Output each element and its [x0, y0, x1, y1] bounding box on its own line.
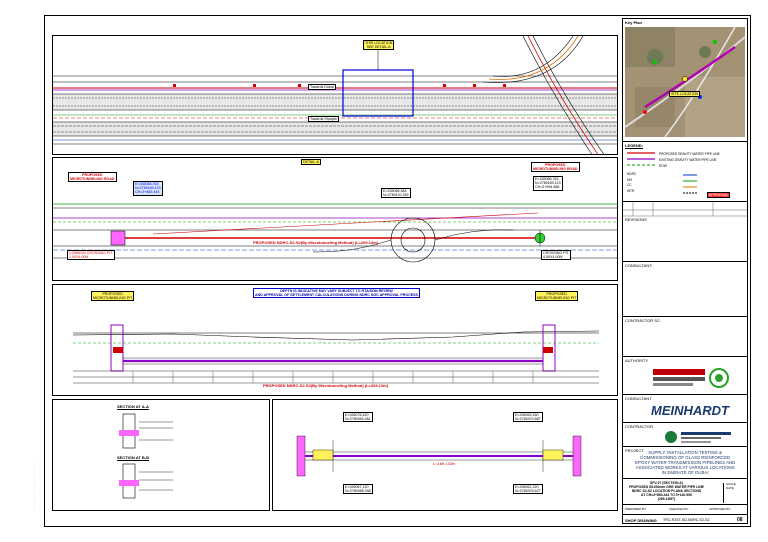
- legend-swatches: [627, 152, 655, 166]
- consultant-label: CONSULTANT:: [625, 263, 653, 268]
- contractor-sub-label: CONTRACTOR SC:: [625, 318, 661, 323]
- section-aa-title: SECTION AT A-A: [117, 404, 149, 409]
- side-margin-note: · · · · · · · · · · · · · · · · · · · · …: [32, 461, 36, 510]
- detail-line-label: PROPOSED NDRC-S2-S2(By Microtunneling Me…: [253, 240, 379, 245]
- drawing-title-section: SFV-07 (SECTION A) PROPOSED Ø1300mm GRE …: [623, 478, 747, 504]
- authority-label: AUTHORITY: [625, 358, 649, 363]
- sections-drawing: [119, 413, 173, 499]
- signatures-row: PREPARED BY CHECKED BY APPROVED BY: [623, 504, 747, 514]
- detail-left-pit-label: PROPOSED MICROTUNNELING ROAD: [68, 172, 117, 183]
- contractor-sub-section: CONTRACTOR SC:: [623, 316, 747, 356]
- contractor-label: CONTRACTOR: [625, 424, 654, 429]
- detail-right-pit-label: PROPOSED MICROTUNNELING ROAD: [531, 162, 580, 173]
- detail-left-coords: E=335068.763 N=2780189.123 CH=2+863.444: [133, 181, 163, 196]
- detail-center-coords: E=335068.384 N=2780120.284: [381, 188, 411, 198]
- profile-panel: DEPTH IS INDICATIVE MAY VARY SUBJECT TO …: [52, 284, 618, 396]
- symbol-item-1: MH: [627, 177, 632, 182]
- authority-logo: [653, 368, 729, 388]
- contractor-logo: [665, 431, 731, 443]
- detail-length-label: L=189.133m: [433, 461, 456, 466]
- plan-towards-sharjah: Towards Sharjah: [308, 116, 339, 122]
- revision-number: 08: [737, 517, 743, 523]
- revisions-grid: [623, 202, 747, 217]
- drawing-number-row: SHOP DRAWING TRC-R1ST-SD-NDRC-S2-S2 08: [623, 514, 747, 523]
- drawing-title: SFV-07 (SECTION A) PROPOSED Ø1300mm GRE …: [629, 481, 704, 501]
- authority-section: AUTHORITY: [623, 356, 747, 394]
- symbol-item-3: WTR: [627, 188, 635, 193]
- detail-right-crossing-pit: CROSSING PIT 4.50X4.00M: [541, 250, 571, 261]
- legend-item-1: EXISTING GRAVITY WATER PIPE LINE: [659, 158, 717, 162]
- consultant2-label: CONSULTANT: [625, 396, 652, 401]
- approval-stamp: APPROVAL: [707, 192, 731, 199]
- legend-item-0: PROPOSED GRAVITY WATER PIPE LINE: [659, 152, 720, 156]
- consultant2-section: CONSULTANT MEINHARDT: [623, 394, 747, 422]
- shop-drawing-label: SHOP DRAWING: [625, 518, 657, 523]
- profile-line-label: PROPOSED NDRC-S2-S2(By Microtunneling Me…: [263, 383, 389, 388]
- drawing-number: TRC-R1ST-SD-NDRC-S2-S2: [663, 518, 710, 522]
- profile-right-pit: PROPOSED MICROTUNNELING PIT: [535, 291, 579, 302]
- revisions-label: REVISIONS: [625, 217, 647, 222]
- consultant-section: CONSULTANT:: [623, 261, 747, 316]
- detail-right-coords-bottom: E=335061.320 N=2780076.627: [513, 484, 543, 494]
- detail-right-coords-top: E=335063.160 N=2780074.687: [513, 412, 543, 422]
- profile-left-pit: PROPOSED MICROTUNNELING PIT: [91, 291, 135, 302]
- project-section: PROJECT SUPPLY, INSTALLATION TESTING & C…: [623, 446, 747, 478]
- approved-by: APPROVED BY: [709, 507, 731, 511]
- plan-location-callout: THIS LOCATION SEE DETAIL-A: [363, 40, 395, 51]
- key-plan-map: [625, 27, 745, 137]
- symbol-item-2: CC: [627, 183, 632, 187]
- detail-a-drawing: [53, 203, 617, 263]
- title-block: Key Plan SITE LOCATION LEGEND: PROPOSED …: [622, 18, 748, 524]
- consultant2-logo: MEINHARDT: [651, 403, 729, 418]
- profile-note: DEPTH IS INDICATIVE MAY VARY SUBJECT TO …: [253, 288, 420, 299]
- detail-a-panel: DETAIL-A PROPOSED MICROTUNNELING ROAD PR…: [52, 157, 618, 281]
- detail-left-crossing-pit: COMMON CROSSING PIT 2.50X4.00M: [67, 250, 115, 261]
- date-label: DATE: [726, 485, 734, 490]
- section-bb-title: SECTION AT B-B: [117, 455, 149, 460]
- detail-mid-coords-bottom: E=335067.120 N=2780068.398: [343, 484, 373, 494]
- revisions-section: REVISIONS: [623, 201, 747, 261]
- profile-drawing: [72, 324, 600, 384]
- detail-right-coords: E=335068.763 N=2780189.123 CH=2+994.588: [533, 176, 563, 191]
- key-plan-label: Key Plan: [625, 20, 642, 25]
- plan-detail-drawing: [296, 435, 582, 477]
- prepared-by: PREPARED BY: [625, 507, 647, 511]
- plan-view-drawing: [53, 36, 617, 154]
- legend-item-2: ROW: [659, 164, 667, 168]
- plan-towards-dubai: Towards Dubai: [308, 84, 336, 90]
- details-panel-left: SECTION AT A-A SECTION AT B-B: [52, 399, 270, 511]
- detail-mid-coords-top: E=335076.420 N=2780063.481: [343, 412, 373, 422]
- project-title: SUPPLY, INSTALLATION TESTING & COMMISSIO…: [635, 450, 736, 475]
- checked-by: CHECKED BY: [669, 507, 689, 511]
- detail-a-title: DETAIL-A: [301, 159, 321, 166]
- legend-lines-right: [683, 174, 697, 194]
- legend-title: LEGEND:: [625, 143, 643, 148]
- project-label: PROJECT: [625, 448, 644, 453]
- scale-label: SCALE: [726, 482, 736, 486]
- plan-view-panel: THIS LOCATION SEE DETAIL-A Towards Dubai…: [52, 35, 618, 155]
- symbol-item-0: NDRC: [627, 172, 637, 176]
- legend-section: LEGEND: PROPOSED GRAVITY WATER PIPE LINE…: [623, 141, 747, 201]
- details-panel-right: L=189.133m E=335076.420 N=2780063.481 E=…: [272, 399, 618, 511]
- contractor-section: CONTRACTOR: [623, 422, 747, 446]
- map-site-location: SITE LOCATION: [669, 91, 701, 98]
